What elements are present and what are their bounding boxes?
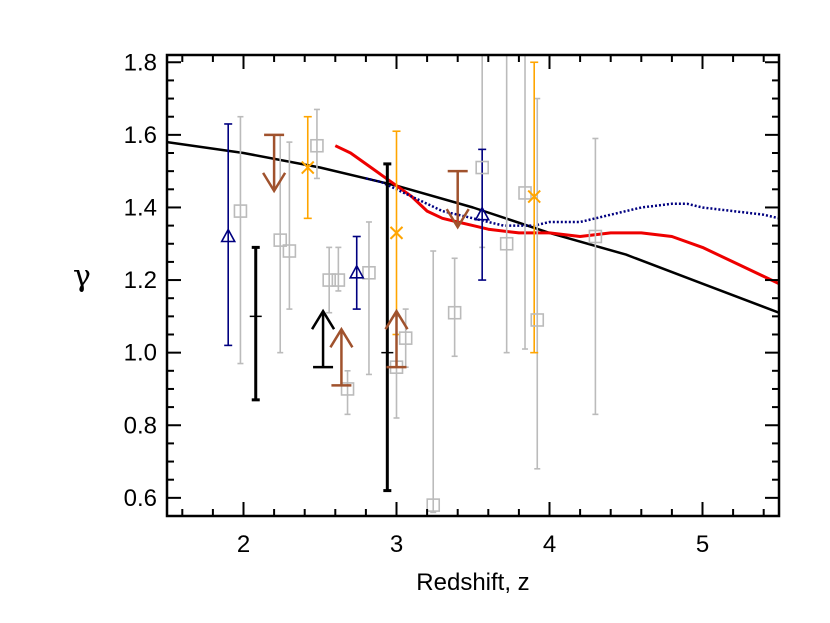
grey-square-marker xyxy=(362,265,376,280)
y-axis-title: γ xyxy=(73,259,91,294)
x-tick-label: 4 xyxy=(543,531,556,558)
grey-square-marker xyxy=(273,233,288,247)
red-model-curve xyxy=(334,144,779,286)
brown-upper-limit-arrow xyxy=(445,169,470,230)
grey-square-marker xyxy=(475,160,489,175)
ticks-layer: 2 3 4 5 0.6 0.8 1.0 1.2 1.4 1.6 1.8 xyxy=(124,49,779,558)
orange-cross-marker xyxy=(301,160,315,175)
grey-square-marker xyxy=(331,273,346,287)
brown-upper-limit-arrow xyxy=(262,133,287,194)
grey-square-marker xyxy=(447,305,462,320)
plot-frame xyxy=(165,53,781,518)
y-tick-label: 1.6 xyxy=(124,122,157,149)
curves-layer xyxy=(167,140,779,314)
orange-cross-marker xyxy=(527,189,541,204)
navy-triangle-marker xyxy=(474,206,491,221)
black-lower-limit-arrow-head xyxy=(310,308,336,330)
grey-square-marker xyxy=(310,138,324,153)
black-model-curve xyxy=(167,140,779,314)
y-tick-label: 0.6 xyxy=(124,485,157,512)
navy-triangle-marker xyxy=(348,264,365,279)
brown-upper-limit-arrow-head xyxy=(445,208,470,230)
y-tick-label: 1.4 xyxy=(124,194,157,221)
orange-cross-marker xyxy=(389,226,404,240)
grey-square-marker xyxy=(233,204,248,218)
x-tick-label: 3 xyxy=(390,531,403,558)
grey-square-marker xyxy=(340,382,355,396)
error-bars-layer xyxy=(224,55,599,514)
brown-lower-limit-arrow xyxy=(384,308,409,369)
x-axis-title: Redshift, z xyxy=(416,569,529,596)
x-tick-label: 2 xyxy=(237,531,250,558)
black-lower-limit-arrow xyxy=(310,308,336,369)
grey-square-marker xyxy=(322,273,336,287)
dotted-navy-model-curve xyxy=(365,177,779,227)
y-tick-label: 1.2 xyxy=(124,267,157,294)
grey-square-marker xyxy=(398,331,413,345)
markers-layer xyxy=(220,133,603,512)
grey-square-marker xyxy=(282,244,297,258)
y-tick-label: 1.8 xyxy=(124,49,157,76)
y-tick-label: 1.0 xyxy=(124,340,157,367)
brown-upper-limit-arrow-head xyxy=(262,172,287,194)
x-tick-label: 5 xyxy=(696,531,709,558)
grey-square-marker xyxy=(530,313,545,327)
grey-square-marker xyxy=(499,236,514,251)
brown-lower-limit-arrow-head xyxy=(384,308,409,330)
grey-square-marker xyxy=(426,498,441,512)
y-tick-label: 0.8 xyxy=(124,412,157,439)
brown-lower-limit-arrow xyxy=(329,326,354,387)
brown-lower-limit-arrow-head xyxy=(329,326,354,348)
grey-square-marker xyxy=(588,229,603,244)
navy-triangle-marker xyxy=(220,227,237,243)
